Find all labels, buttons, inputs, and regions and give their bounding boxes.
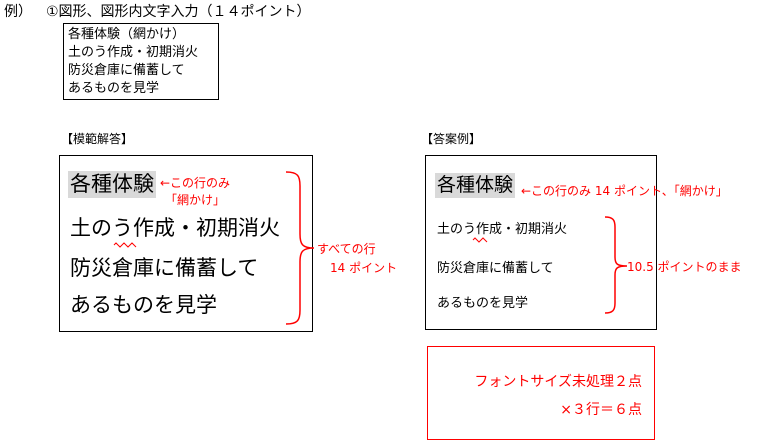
model-line-3: 防災倉庫に備蓄して — [70, 256, 259, 280]
model-line-2: 土のう作成・初期消火 — [70, 216, 280, 240]
instruction-line-3: 防災倉庫に備蓄して — [68, 63, 185, 78]
scoring-line-2: ×３行＝６点 — [560, 402, 642, 418]
sample-line-4: あるものを見学 — [437, 296, 529, 311]
sample-line-2: 土のう作成・初期消火 — [437, 222, 568, 237]
sample-annotation-10-5pt: 10.5 ポイントのまま — [627, 260, 742, 274]
model-bracket — [285, 171, 315, 325]
model-line-4: あるものを見学 — [70, 293, 217, 317]
model-annotation-14pt: 14 ポイント — [330, 261, 398, 275]
model-annotation-only-this-line: ←この行のみ — [160, 176, 231, 190]
instruction-line-4: あるものを見学 — [68, 81, 160, 96]
spellcheck-squiggle — [113, 242, 137, 248]
model-annotation-shading: 「網かけ」 — [165, 193, 226, 207]
spellcheck-squiggle — [472, 237, 488, 243]
model-line-1-shaded: 各種体験 — [68, 171, 156, 198]
sample-line-1-shaded: 各種体験 — [435, 173, 516, 198]
model-annotation-all-lines: すべての行 — [317, 242, 376, 256]
scoring-box: フォントサイズ未処理２点 ×３行＝６点 — [427, 346, 655, 440]
sample-bracket — [604, 216, 628, 314]
instruction-line-2: 土のう作成・初期消火 — [68, 45, 199, 60]
instruction-line-1: 各種体験（網かけ） — [68, 27, 186, 42]
model-answer-box: 各種体験 土のう作成・初期消火 防災倉庫に備蓄して あるものを見学 — [59, 155, 313, 332]
sample-annotation-only-this-line: ←この行のみ 14 ポイント、「網かけ」 — [521, 184, 728, 198]
sample-answer-label: 【答案例】 — [421, 132, 482, 146]
example-prefix: 例） — [4, 4, 32, 20]
scoring-line-1: フォントサイズ未処理２点 — [474, 374, 642, 390]
example-title: ①図形、図形内文字入力（１４ポイント） — [46, 4, 311, 20]
sample-line-3: 防災倉庫に備蓄して — [437, 261, 554, 276]
model-answer-label: 【模範解答】 — [61, 132, 134, 146]
instruction-box: 各種体験（網かけ） 土のう作成・初期消火 防災倉庫に備蓄して あるものを見学 — [63, 23, 219, 100]
sample-answer-box: 各種体験 土のう作成・初期消火 防災倉庫に備蓄して あるものを見学 — [425, 155, 657, 330]
